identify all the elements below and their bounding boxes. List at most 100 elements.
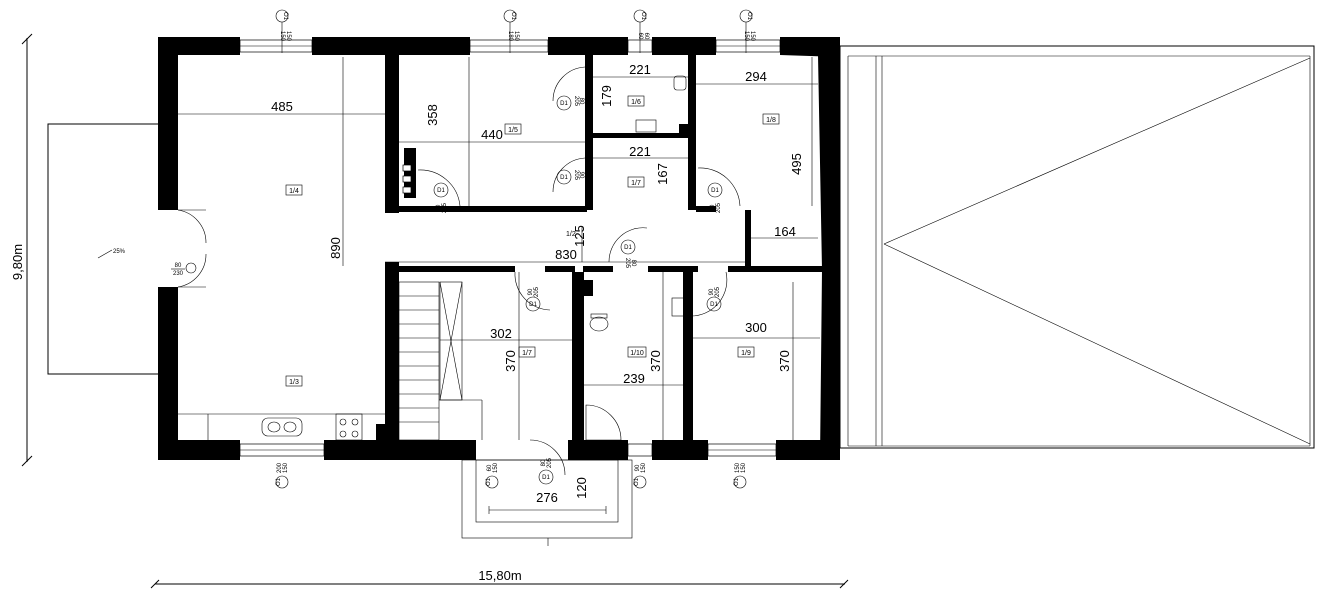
svg-text:150: 150	[741, 462, 747, 473]
room-tag-r12: 1/2	[566, 231, 576, 238]
svg-text:90: 90	[578, 172, 584, 179]
room-tags: 1/4 1/3 1/5 1/6 1/7 1/8 1/2 1/7 1/10 1/9	[285, 95, 780, 387]
svg-text:80: 80	[630, 260, 636, 267]
svg-text:1/9: 1/9	[741, 350, 751, 357]
svg-text:D1: D1	[437, 188, 445, 194]
room-tag-r18: 1/8	[762, 113, 780, 125]
dim-r16-width: 221	[629, 62, 651, 77]
svg-text:200: 200	[277, 462, 283, 473]
room-tag-r19: 1/9	[737, 346, 755, 358]
dim-porch-width: 276	[536, 490, 558, 505]
door-tag: D1 90 205	[433, 182, 449, 213]
door-tag: D1 80 205	[556, 95, 584, 111]
dim-r18-width: 294	[745, 69, 767, 84]
svg-text:205: 205	[573, 96, 579, 107]
svg-text:O1: O1	[634, 477, 640, 486]
svg-text:O1: O1	[510, 12, 516, 21]
svg-text:1/4: 1/4	[289, 188, 299, 195]
svg-text:D1: D1	[529, 302, 537, 308]
svg-text:O1: O1	[640, 12, 646, 21]
door-tag: D1 80 205	[620, 239, 636, 269]
dim-r110-width: 239	[623, 371, 645, 386]
room-tag-r17: 1/7	[518, 346, 536, 358]
door-tag: D1 90 205	[556, 169, 584, 185]
svg-text:O1: O1	[276, 477, 282, 486]
svg-text:60: 60	[487, 464, 493, 471]
window-openings	[239, 39, 781, 457]
svg-text:1/3: 1/3	[289, 379, 299, 386]
window-tag: O1 180 150	[503, 9, 519, 53]
terrace: 25%	[47, 123, 158, 375]
dim-r17-width: 302	[490, 326, 512, 341]
svg-text:D1: D1	[711, 188, 719, 194]
dim-r17a-width: 221	[629, 144, 651, 159]
svg-text:205: 205	[573, 170, 579, 181]
svg-text:230: 230	[173, 271, 184, 277]
door-tag: D1 80 205	[538, 457, 554, 485]
room-tag-r110: 1/10	[627, 346, 647, 358]
dim-r17a-height: 167	[655, 163, 670, 185]
svg-text:O1: O1	[746, 12, 752, 21]
dim-hall-height: 125	[572, 225, 587, 247]
overall-width-label: 15,80m	[478, 568, 521, 583]
room-tag-r13: 1/3	[285, 375, 303, 387]
svg-text:80: 80	[541, 459, 547, 466]
dim-r18-height: 495	[789, 153, 804, 175]
door-swings	[177, 66, 741, 476]
svg-text:90: 90	[709, 288, 715, 295]
dim-r14-width: 485	[271, 99, 293, 114]
svg-text:1/7: 1/7	[522, 350, 532, 357]
svg-text:205: 205	[534, 286, 540, 297]
dim-r15-height: 358	[425, 104, 440, 126]
room-tag-r16: 1/6	[627, 95, 645, 107]
dim-r14-height: 890	[328, 237, 343, 259]
svg-text:150: 150	[285, 31, 291, 42]
room-tag-r15: 1/5	[504, 123, 522, 135]
svg-text:150: 150	[749, 31, 755, 42]
svg-text:1/10: 1/10	[630, 350, 644, 357]
room-tag-r17a: 1/7	[627, 176, 645, 188]
dim-r16-height: 179	[599, 85, 614, 107]
svg-text:90: 90	[528, 288, 534, 295]
svg-text:D1: D1	[560, 175, 568, 181]
svg-text:90: 90	[635, 464, 641, 471]
external-walls	[158, 37, 840, 460]
room-tag-r14: 1/4	[285, 184, 303, 196]
entrance-door-tag: 80 230	[171, 262, 197, 277]
svg-text:D1: D1	[624, 245, 632, 251]
room-details	[178, 57, 820, 546]
svg-text:60: 60	[643, 33, 649, 40]
window-tag: O1 60 150	[485, 462, 499, 489]
svg-text:O1: O1	[282, 12, 288, 21]
door-tag: D1 90 205	[706, 286, 722, 312]
overall-dimensions: 9,80m 15,80m	[10, 33, 849, 589]
dim-r18-small: 164	[774, 224, 796, 239]
window-tag: O1 90 150	[633, 462, 647, 489]
svg-text:1/5: 1/5	[508, 127, 518, 134]
window-tag: O1 200 150	[275, 462, 289, 489]
svg-text:205: 205	[715, 286, 721, 297]
dim-r19-width: 300	[745, 320, 767, 335]
door-tag: D1 90 205	[525, 286, 541, 312]
svg-text:90: 90	[436, 204, 442, 211]
carport	[839, 45, 1315, 449]
svg-text:205: 205	[442, 202, 448, 213]
dim-r17-height: 370	[503, 350, 518, 372]
svg-text:150: 150	[283, 462, 289, 473]
overall-height-label: 9,80m	[10, 244, 25, 280]
svg-text:1/7: 1/7	[631, 180, 641, 187]
dim-r110-height: 370	[648, 350, 663, 372]
dim-r19-height: 370	[777, 350, 792, 372]
svg-text:D1: D1	[560, 101, 568, 107]
svg-text:205: 205	[547, 457, 553, 468]
svg-text:150: 150	[641, 462, 647, 473]
svg-text:80: 80	[578, 98, 584, 105]
interior-walls	[376, 55, 822, 440]
svg-text:90: 90	[710, 204, 716, 211]
svg-text:1/8: 1/8	[766, 117, 776, 124]
dim-porch-height: 120	[574, 477, 589, 499]
svg-text:1/6: 1/6	[631, 99, 641, 106]
window-tag: O1 150 150	[275, 9, 291, 53]
window-tag: O1 150 150	[733, 462, 747, 489]
svg-text:150: 150	[513, 31, 519, 42]
